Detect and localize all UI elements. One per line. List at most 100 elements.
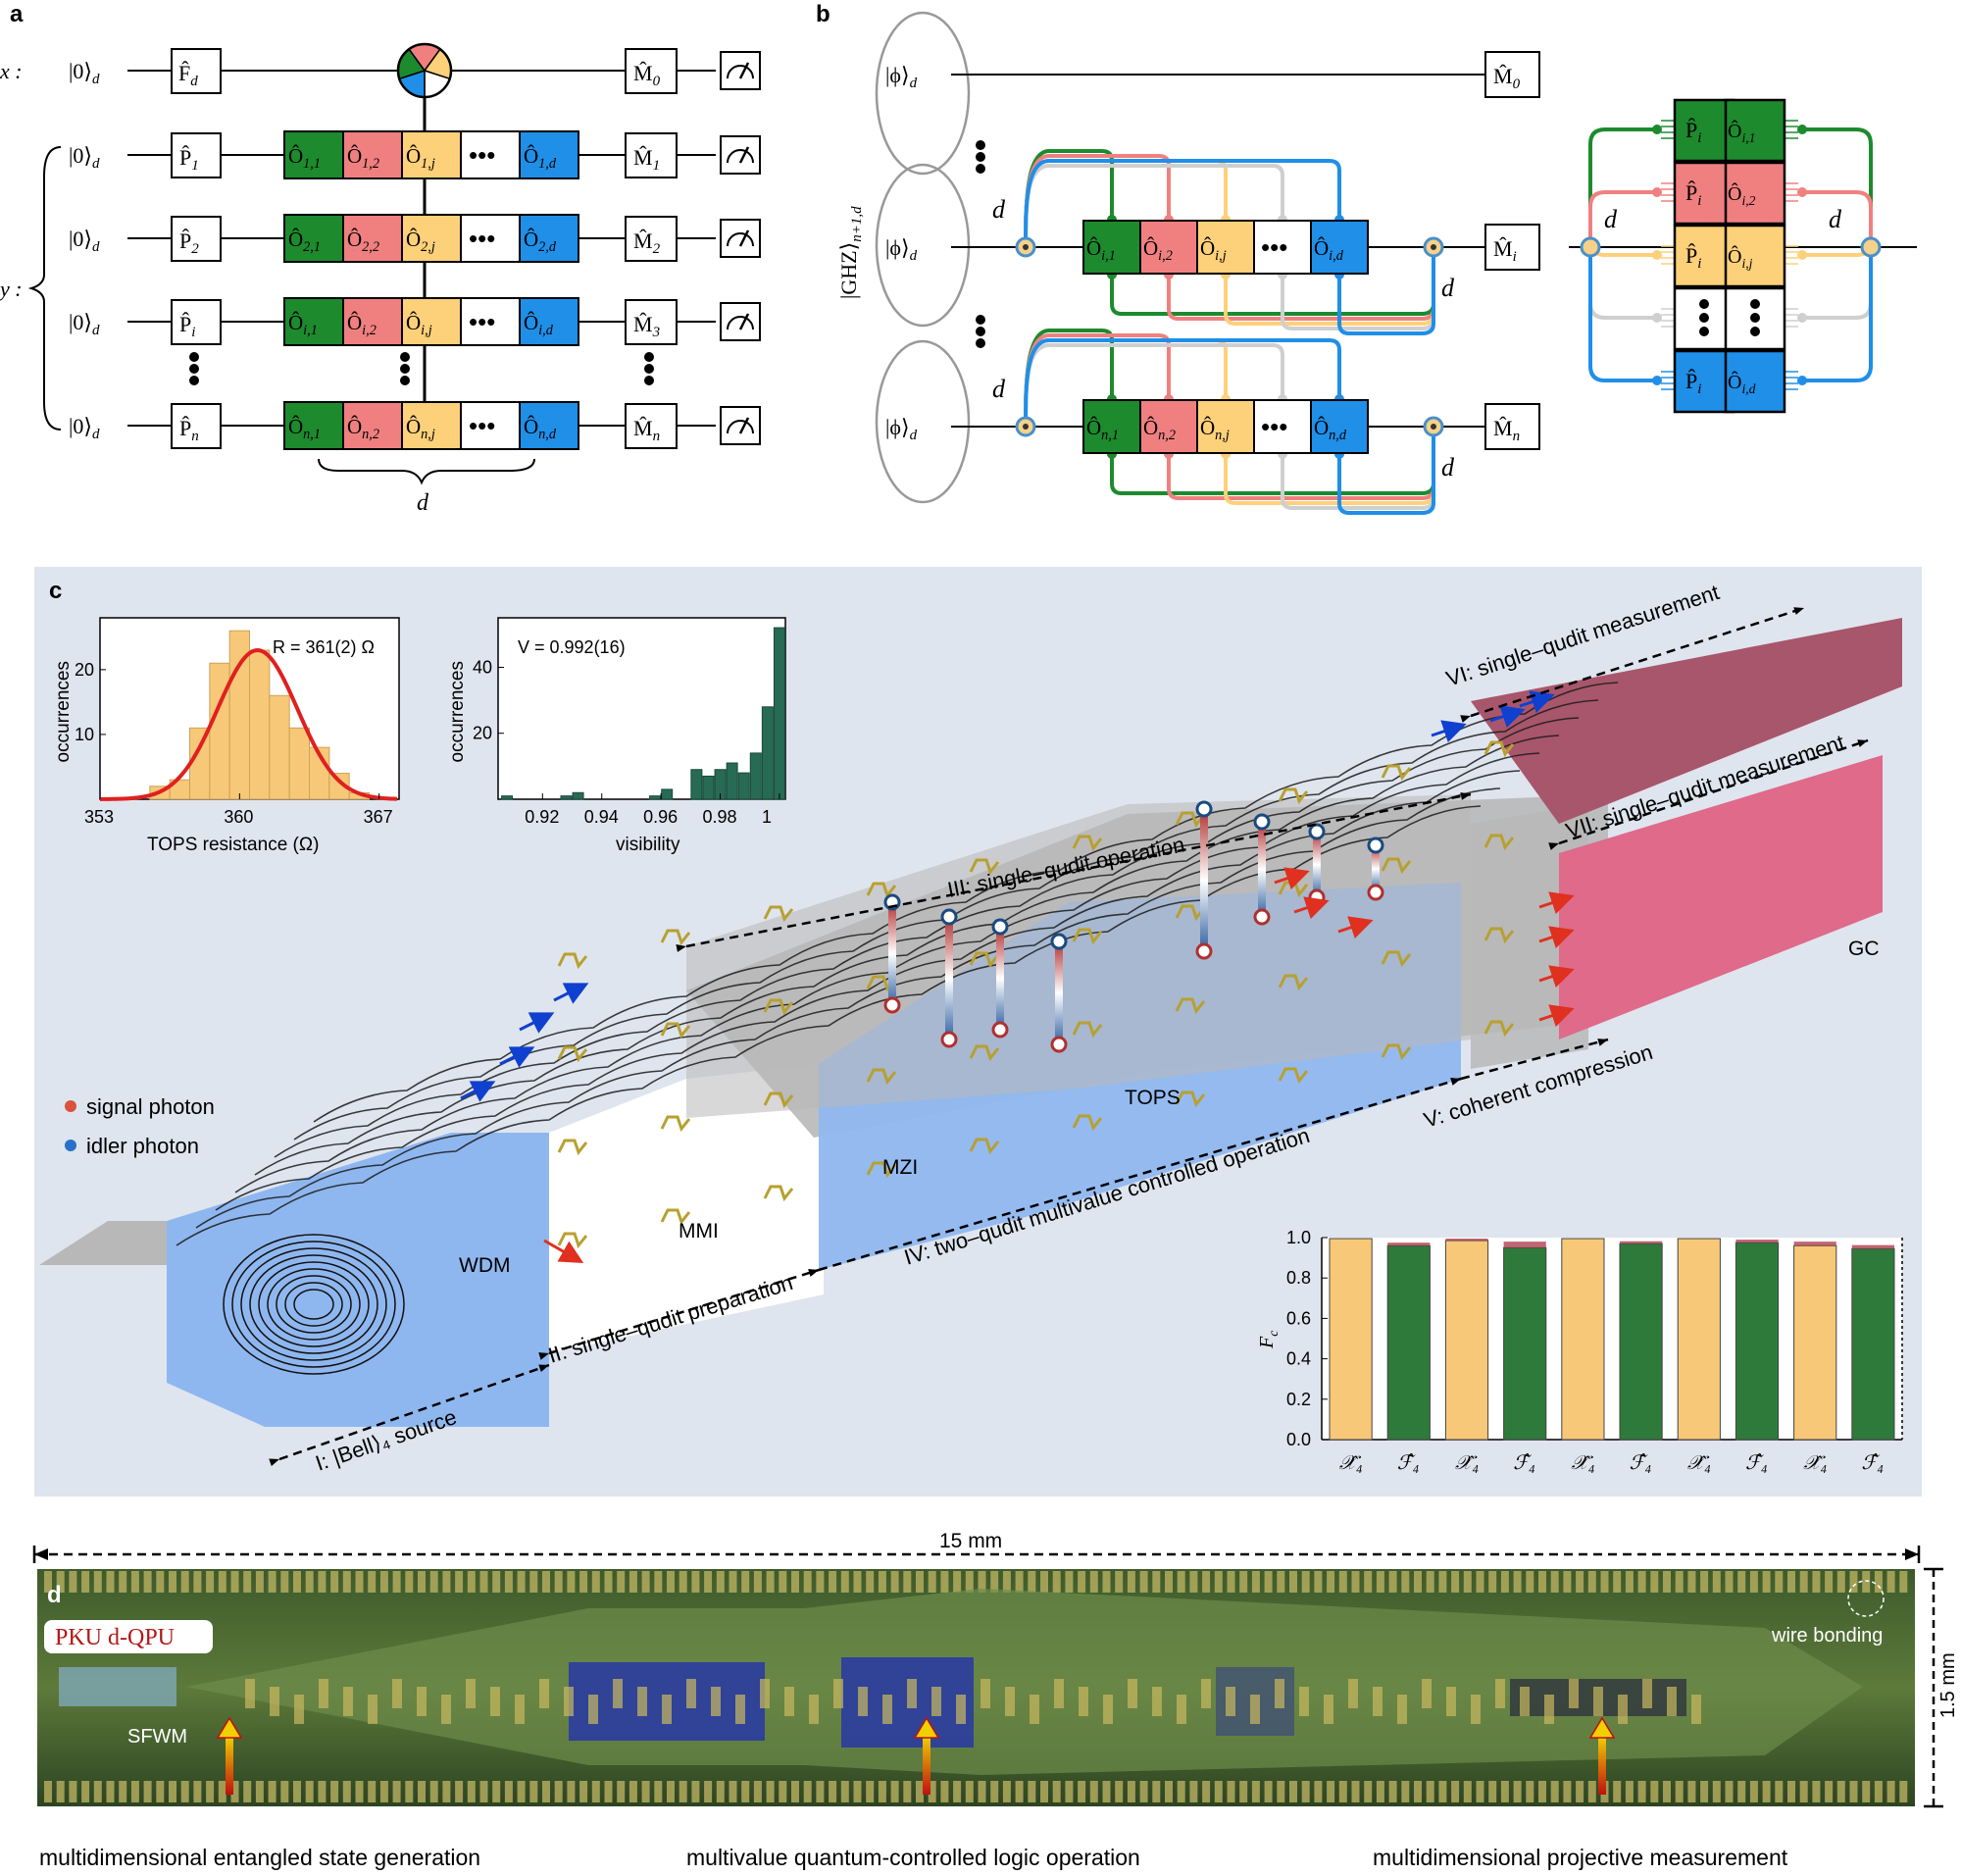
bond-pad <box>766 1571 775 1593</box>
bond-pad <box>69 1781 77 1802</box>
p-gate <box>171 132 222 178</box>
inset-dots <box>1699 299 1709 309</box>
inset-dot <box>1797 313 1807 323</box>
o-block <box>401 297 462 346</box>
fc-ytick: 1.0 <box>1286 1228 1311 1247</box>
bond-pad <box>1028 1781 1036 1802</box>
o-label: Ôn,d <box>1314 416 1347 443</box>
bond-pad <box>928 1781 936 1802</box>
heater <box>1569 1679 1579 1708</box>
fc-xtick: ℱ̂₄ <box>1745 1452 1768 1474</box>
tops-heater <box>1175 997 1206 1015</box>
inset-p-label: P̂i <box>1685 369 1701 397</box>
vertical-dot <box>644 352 654 362</box>
bond-pad <box>1052 1781 1061 1802</box>
bond-pad <box>305 1571 314 1593</box>
fc-bar <box>1793 1244 1837 1441</box>
bond-pad <box>442 1781 451 1802</box>
bond-pad <box>1351 1571 1360 1593</box>
bond-pad <box>791 1571 799 1593</box>
hist2-bar <box>690 769 703 800</box>
tops-heater <box>1381 857 1412 875</box>
bond-pad <box>1538 1781 1546 1802</box>
bond-pad <box>1451 1571 1460 1593</box>
hist2-bar <box>501 795 514 800</box>
bond-pad <box>1886 1781 1895 1802</box>
spiral-ring <box>223 1234 405 1375</box>
heater <box>270 1687 279 1716</box>
bond-pad <box>442 1571 451 1593</box>
tops-heater <box>557 952 588 970</box>
via-rod <box>888 902 896 1005</box>
bond-pad <box>1189 1781 1198 1802</box>
inset-dot <box>1797 250 1807 260</box>
hist2-bar <box>661 788 674 800</box>
d-label: d <box>1441 274 1455 302</box>
bond-pad <box>716 1781 725 1802</box>
heater <box>613 1679 623 1708</box>
o-label: Ôn,2 <box>347 415 379 442</box>
bond-pad <box>1102 1571 1111 1593</box>
fc-ytick: 0.8 <box>1286 1268 1311 1288</box>
tops-heater <box>969 858 1000 876</box>
bond-pad <box>953 1781 962 1802</box>
fc-bar <box>1677 1238 1721 1441</box>
p-gate-label: P̂2 <box>179 228 199 257</box>
vertical-dot <box>189 364 199 374</box>
bond-pad <box>691 1781 700 1802</box>
bond-pad <box>1227 1571 1235 1593</box>
m-label: M̂n <box>1493 416 1520 444</box>
m-label: M̂i <box>1493 236 1517 265</box>
phi-ket: |ϕ⟩d <box>885 415 918 443</box>
heater <box>662 1695 672 1724</box>
bond-pad <box>940 1571 949 1593</box>
hist1-bar <box>269 694 290 800</box>
bond-pad <box>44 1781 52 1802</box>
bond-pad <box>1388 1781 1397 1802</box>
inset-p-label: P̂i <box>1685 243 1701 272</box>
caption-2: multivalue quantum-controlled logic oper… <box>686 1845 1140 1870</box>
bond-pad <box>56 1571 65 1593</box>
bond-pad <box>953 1571 962 1593</box>
fc-bar <box>1386 1244 1431 1441</box>
bond-pad <box>654 1571 663 1593</box>
o-label: Ôi,2 <box>347 311 377 338</box>
bond-pad <box>418 1781 426 1802</box>
o-block <box>519 214 579 263</box>
bond-pad <box>1289 1781 1297 1802</box>
meter-arc <box>727 316 754 330</box>
bond-pad <box>467 1571 476 1593</box>
phi-ket: |ϕ⟩d <box>885 63 918 91</box>
o-dots: ••• <box>1261 232 1287 262</box>
bond-pad <box>978 1781 986 1802</box>
hist2-xtick: 0.98 <box>703 807 737 827</box>
stage-iv-line <box>818 1077 1462 1272</box>
y-brace <box>27 146 62 431</box>
bond-pad <box>1700 1781 1709 1802</box>
ket-y: |0⟩d <box>69 414 100 442</box>
via-bottom <box>1195 942 1213 960</box>
bond-pad <box>579 1571 588 1593</box>
inset-dots <box>1750 313 1760 323</box>
m-gate <box>625 132 678 178</box>
inset-p-label: P̂i <box>1685 118 1701 146</box>
inset-o-block <box>1724 349 1786 414</box>
o-block <box>342 130 403 179</box>
bond-pad <box>255 1571 264 1593</box>
o-label: Ô1,2 <box>347 144 379 172</box>
meter-icon <box>720 135 761 175</box>
bond-pad <box>617 1781 626 1802</box>
bond-pad <box>816 1781 825 1802</box>
bond-pad <box>542 1781 550 1802</box>
bond-pad <box>379 1571 388 1593</box>
hist2-xlabel: visibility <box>616 835 680 855</box>
fc-bar <box>1444 1240 1489 1441</box>
bond-pad <box>866 1571 875 1593</box>
via-rod <box>996 927 1004 1030</box>
tops-heater <box>1278 1067 1309 1085</box>
bond-pad <box>1526 1571 1534 1593</box>
o-block <box>519 297 579 346</box>
p-gate <box>171 216 222 262</box>
tops-heater <box>1381 764 1412 782</box>
bond-pad <box>840 1781 849 1802</box>
